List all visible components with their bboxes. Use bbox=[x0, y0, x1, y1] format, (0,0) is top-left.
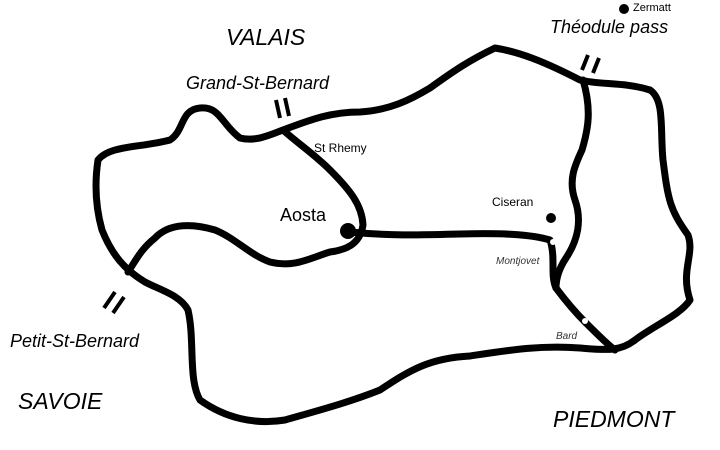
label-montjovet: Montjovet bbox=[496, 256, 540, 267]
theodule-pass-icon bbox=[580, 54, 601, 74]
region-piedmont: PIEDMONT bbox=[553, 406, 675, 432]
label-st-rhemy: St Rhemy bbox=[314, 141, 367, 155]
theodule-branch-route bbox=[552, 76, 592, 292]
label-petit-st-bernard: Petit-St-Bernard bbox=[10, 331, 140, 351]
montjovet-marker-icon bbox=[550, 239, 556, 245]
petit-st-bernard-pass-icon bbox=[102, 290, 126, 315]
zermatt-marker-icon bbox=[619, 4, 629, 14]
aosta-marker-icon bbox=[340, 223, 356, 239]
region-savoie: SAVOIE bbox=[18, 388, 103, 414]
label-bard: Bard bbox=[556, 331, 578, 342]
aosta-loop-route bbox=[124, 126, 367, 276]
label-zermatt: Zermatt bbox=[633, 2, 671, 14]
bard-marker-icon bbox=[582, 318, 588, 324]
label-aosta: Aosta bbox=[280, 205, 327, 225]
region-valais: VALAIS bbox=[226, 24, 306, 50]
label-ciseran: Ciseran bbox=[492, 195, 534, 209]
grand-st-bernard-pass-icon bbox=[274, 97, 291, 119]
label-grand-st-bernard: Grand-St-Bernard bbox=[186, 73, 330, 93]
st-rhemy-marker-icon bbox=[299, 155, 305, 161]
outer-route bbox=[92, 44, 694, 426]
label-theodule-pass: Théodule pass bbox=[550, 17, 669, 37]
ciseran-marker-icon bbox=[546, 213, 556, 223]
